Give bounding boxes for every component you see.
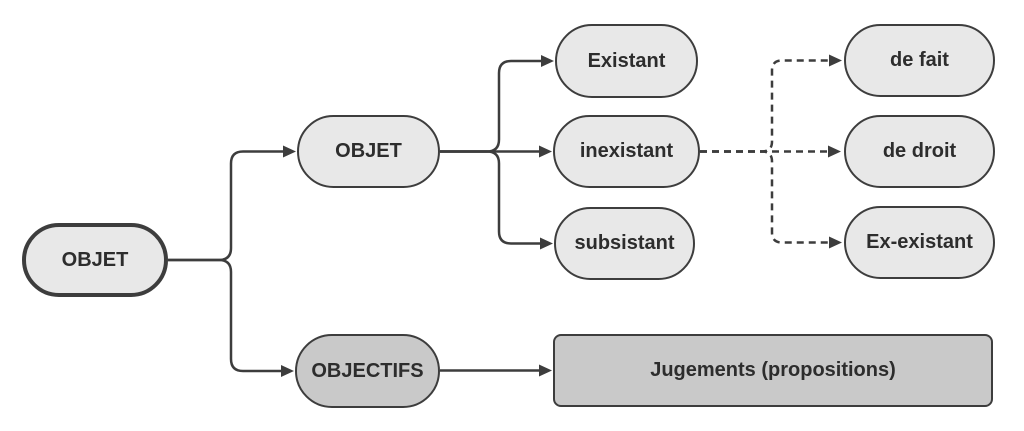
arrowhead-existant <box>541 55 554 67</box>
node-subsistant-label: subsistant <box>574 232 675 254</box>
node-objectifs-label: OBJECTIFS <box>311 359 424 382</box>
node-objet: OBJET <box>297 115 440 188</box>
node-inexistant-label: inexistant <box>579 140 674 162</box>
node-objectifs: OBJECTIFS <box>295 334 440 408</box>
node-ex-existant: Ex-existant <box>844 206 995 279</box>
node-objet-root: OBJET <box>22 223 168 297</box>
node-existant-label: Existant <box>587 49 666 72</box>
node-existant: Existant <box>555 24 698 98</box>
node-subsistant: subsistant <box>554 207 695 280</box>
arrowhead-objet <box>283 145 296 158</box>
node-inexistant: inexistant <box>553 115 700 188</box>
arrowhead-objectifs <box>281 365 294 377</box>
arrowhead-ex-existant <box>829 236 842 249</box>
node-jugements-label: Jugements (propositions) <box>650 359 896 381</box>
connector-root-to-objet <box>168 150 283 262</box>
node-jugements: Jugements (propositions) <box>553 334 993 407</box>
node-de-droit: de droit <box>844 115 995 188</box>
arrowhead-de-droit <box>828 145 841 158</box>
arrowhead-jugements <box>539 364 552 377</box>
node-de-fait-label: de fait <box>890 49 949 71</box>
connector-root-to-objectifs <box>168 258 281 373</box>
node-objet-label: OBJET <box>335 140 402 162</box>
arrowhead-de-fait <box>829 54 842 67</box>
arrowhead-subsistant <box>540 237 553 250</box>
arrowhead-inexistant <box>539 145 552 158</box>
connector-objet-to-subsistant <box>440 150 540 245</box>
node-ex-existant-label: Ex-existant <box>866 231 973 253</box>
node-de-droit-label: de droit <box>882 140 957 162</box>
node-objet-root-label: OBJET <box>61 248 129 271</box>
connector-objet-to-existant <box>440 59 541 153</box>
connector-inexistant-to-ex-existant <box>700 150 829 244</box>
node-de-fait: de fait <box>844 24 995 97</box>
connector-inexistant-to-de-fait <box>700 59 829 153</box>
